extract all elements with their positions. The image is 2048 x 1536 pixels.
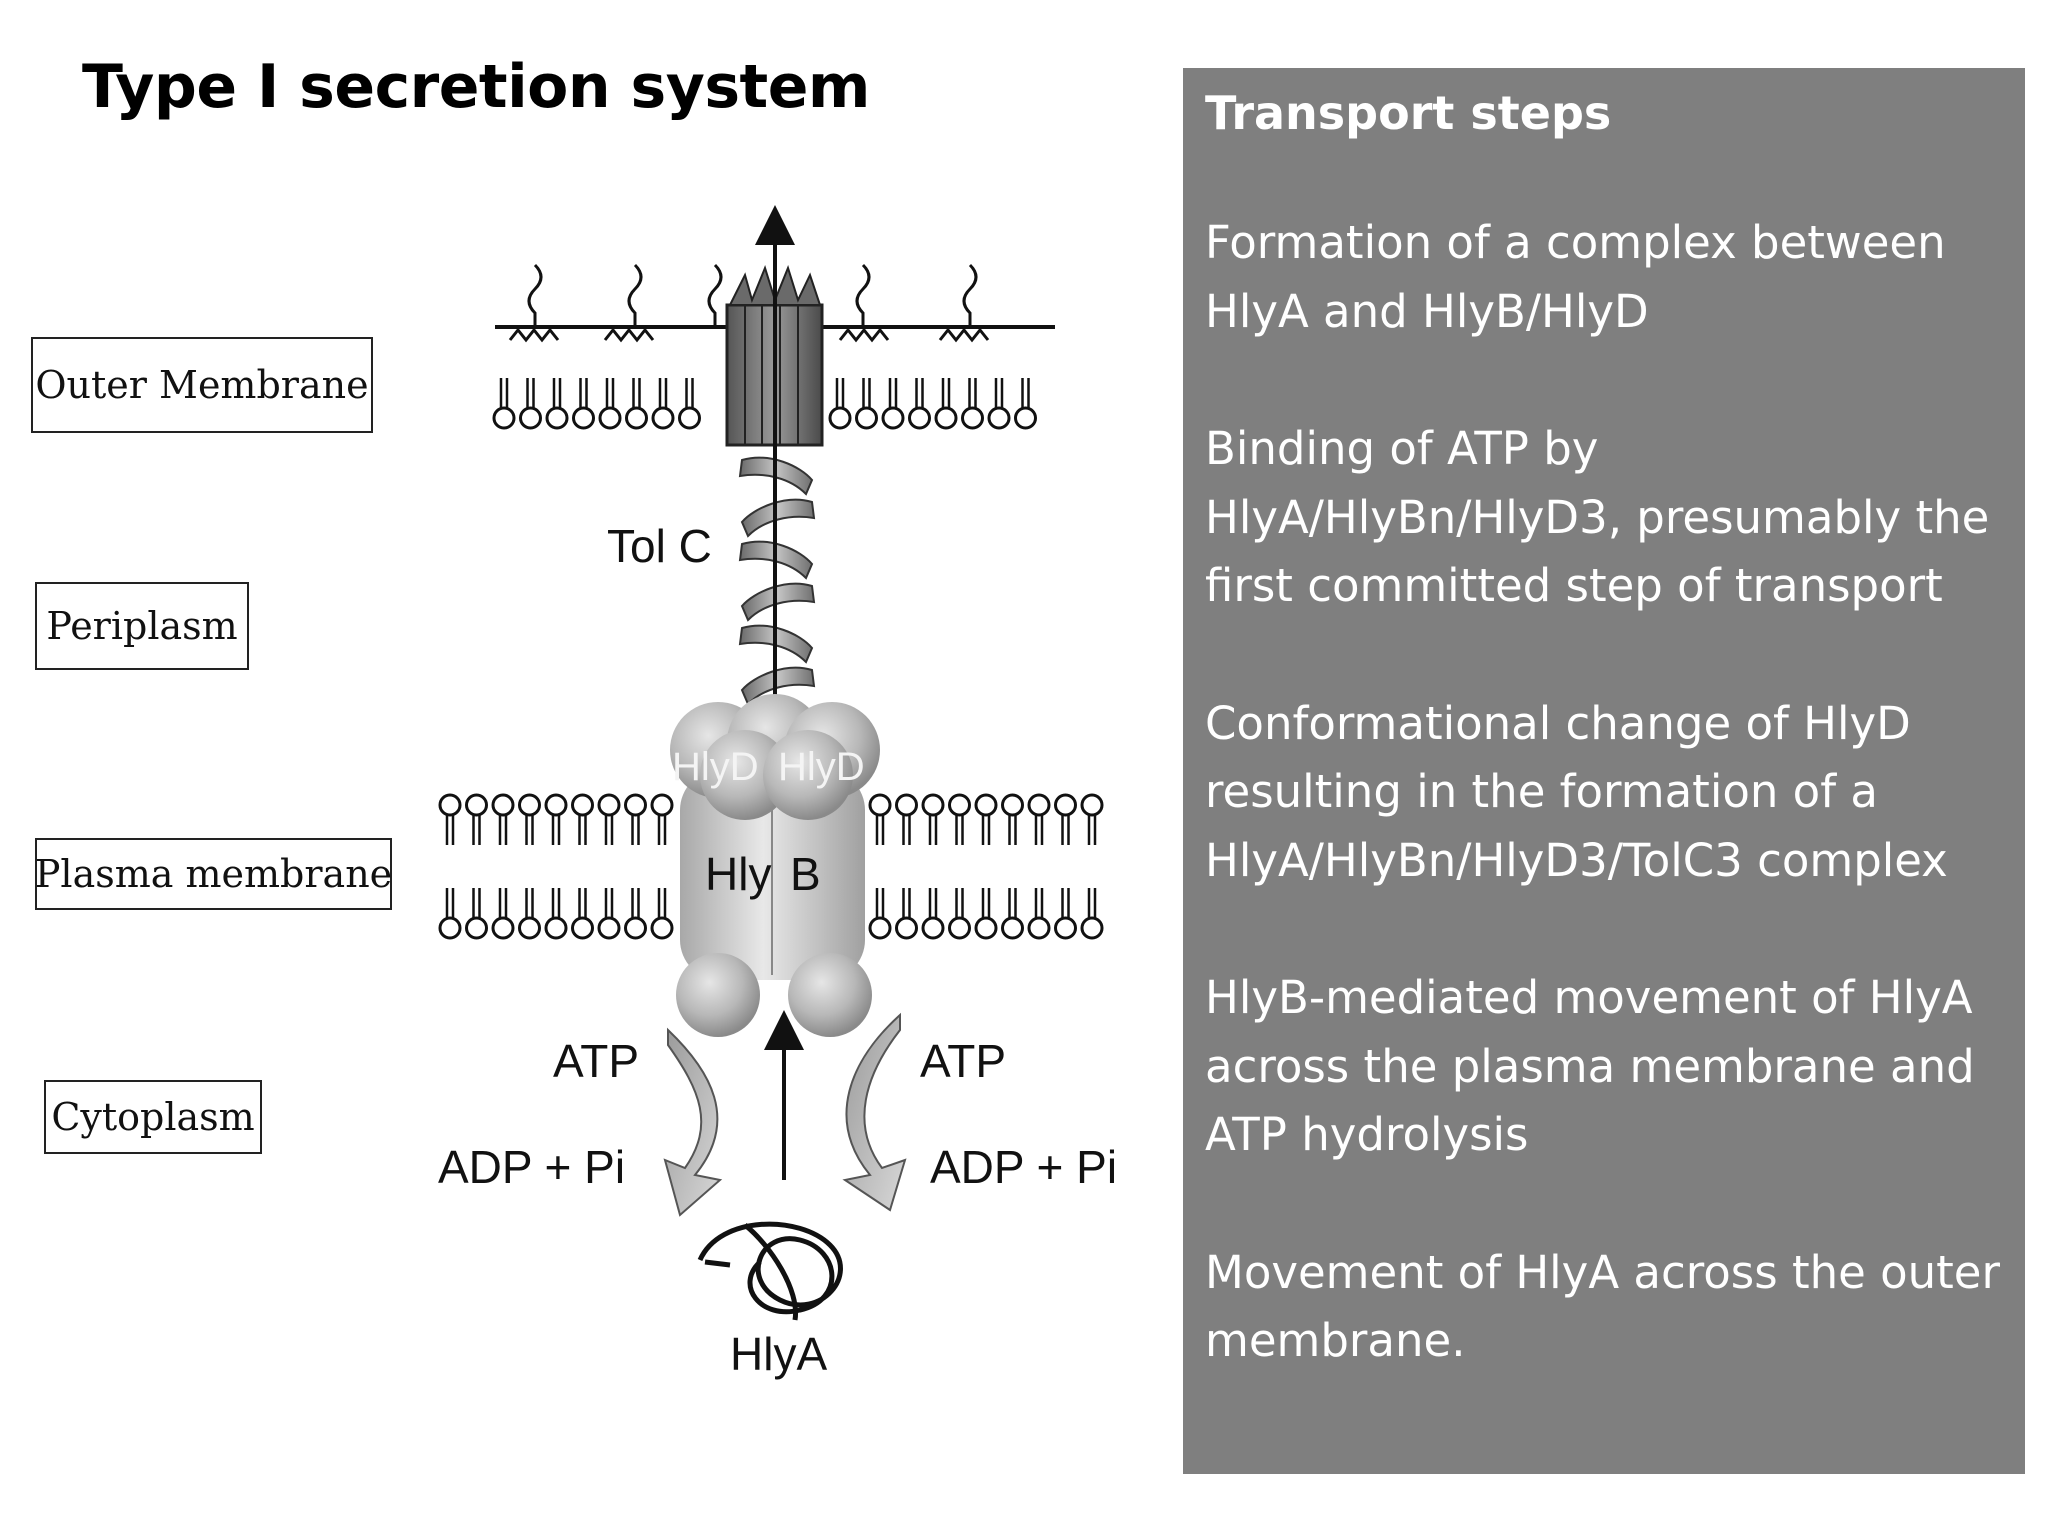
outer-membrane-lipids [492,378,1037,430]
lipid [624,793,647,845]
lipid [518,793,541,845]
region-label-cytoplasm: Cytoplasm [44,1080,262,1154]
lipid [624,888,647,940]
lipid [1054,793,1077,845]
region-label-outer-membrane: Outer Membrane [31,337,373,433]
lipid [598,378,622,430]
lipid [828,378,852,430]
label-atp-left: ATP [553,1035,639,1087]
label-hlyd-left: HlyD [672,745,759,789]
step-item-3: Conformational change of HlyD resulting … [1205,696,1948,887]
atp-arrow-right [842,1012,907,1212]
step-item-4: HlyB-mediated movement of HlyA across th… [1205,971,1975,1162]
lipid [519,378,542,430]
plasma-membrane-lipids [438,793,1104,940]
label-hly: Hly [705,848,771,900]
lipid [438,888,462,940]
lipid [934,378,958,430]
region-label-plasma-membrane: Plasma membrane [35,838,392,910]
lipid [491,888,515,940]
lipid [572,378,595,430]
lipid [1014,378,1037,430]
lipid [1054,888,1077,940]
lipid [465,793,488,845]
region-label-periplasm: Periplasm [35,582,249,670]
slide-title: Type I secretion system [82,52,870,122]
lipid [465,888,488,940]
helix-segment [740,498,816,538]
steps-heading: Transport steps [1205,86,1612,140]
lipid [650,793,674,845]
lipid [1080,888,1104,940]
label-atp-right: ATP [920,1035,1006,1087]
lipid [650,888,674,940]
lipid [571,888,594,940]
lipid [438,793,462,845]
hlya-polypeptide [697,1221,843,1321]
lipid [597,888,621,940]
lipid [987,378,1011,430]
lipid [948,793,971,845]
lipid [545,378,569,430]
lipid [518,888,541,940]
label-tolc: Tol C [607,520,712,572]
lipid [895,793,918,845]
lipid [1001,793,1024,845]
lipid [855,378,878,430]
step-item-2: Binding of ATP by HlyA/HlyBn/HlyD3, pres… [1205,422,1990,613]
label-hlya: HlyA [730,1328,827,1380]
label-hlyd-right: HlyD [778,745,865,789]
lipid [921,793,945,845]
lipid [921,888,945,940]
transport-steps-panel: Transport steps Formation of a complex b… [1183,68,2025,1474]
lipid [974,793,998,845]
lipid [491,793,515,845]
lipid [544,888,568,940]
lipid [961,378,984,430]
step-item-5: Movement of HlyA across the outer membra… [1205,1245,2000,1368]
lipid [625,378,648,430]
label-adp-left: ADP + Pi [438,1141,625,1193]
lipid [1001,888,1024,940]
lipid [678,378,701,430]
secretion-diagram: Tol C HlyD HlyD Hly B ATP ATP ADP + Pi A… [438,205,1117,1380]
lipid [948,888,971,940]
lipid [492,378,516,430]
lipid [868,793,892,845]
lipid [908,378,931,430]
helix-segment [740,582,816,622]
hlyb-transporter [676,770,872,1037]
atp-arrow-left [663,1027,723,1217]
lipid [571,793,594,845]
hlyd-trimer [670,694,880,820]
label-adp-right: ADP + Pi [930,1141,1117,1193]
lipid [597,793,621,845]
step-item-1: Formation of a complex between HlyA and … [1205,216,1946,338]
label-b: B [790,848,821,900]
lipid [868,888,892,940]
lipid [1027,793,1051,845]
lipid [974,888,998,940]
lipid [881,378,905,430]
lipid [895,888,918,940]
lipid [544,793,568,845]
lipid [1080,793,1104,845]
lipid [651,378,675,430]
lipid [1027,888,1051,940]
